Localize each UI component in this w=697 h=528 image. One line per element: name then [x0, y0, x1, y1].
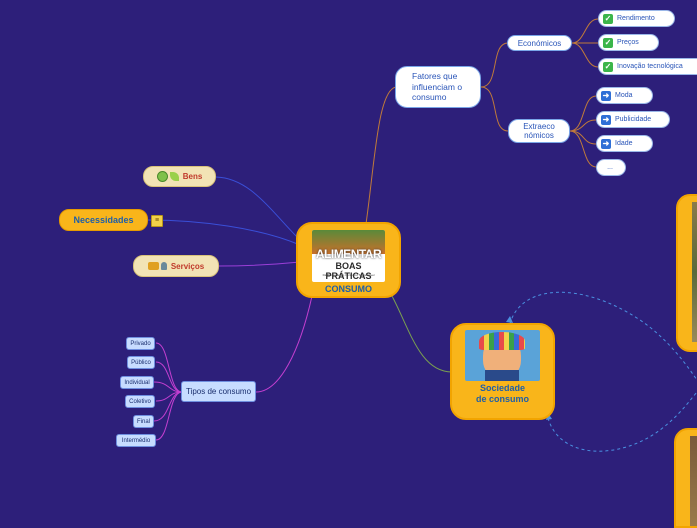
economicos-label: Económicos [518, 39, 562, 48]
node-necessidades[interactable]: Necessidades [59, 209, 148, 231]
node-sociedade-consumo[interactable]: Sociedade de consumo [450, 323, 555, 420]
tipo-item-final[interactable]: Final [133, 415, 154, 428]
servicos-label: Serviços [171, 262, 204, 271]
tipos-label: Tipos de consumo [186, 387, 251, 396]
sociedade-image [465, 330, 540, 381]
leaf-precos[interactable]: ✓ Preços [598, 34, 659, 51]
fatores-label: Fatores que influenciam o consumo [412, 71, 468, 103]
central-label: CONSUMO [298, 284, 399, 294]
bens-label: Bens [183, 172, 203, 181]
tipo-item-individual[interactable]: Individual [120, 376, 154, 389]
partial-image [692, 202, 697, 342]
leaf-idade[interactable]: ➜ Idade [596, 135, 653, 152]
sociedade-label: Sociedade de consumo [474, 383, 531, 404]
leaf-label: Publicidade [615, 116, 651, 123]
person-icon [161, 262, 167, 270]
tipo-item-label: Intermédio [122, 438, 150, 444]
arrow-right-icon: ➜ [601, 115, 611, 125]
node-extraeconomicos[interactable]: Extraeco nómicos [508, 119, 570, 143]
check-icon: ✓ [603, 62, 613, 72]
node-bens[interactable]: Bens [143, 166, 216, 187]
tipo-item-privado[interactable]: Privado [126, 337, 155, 350]
node-servicos[interactable]: Serviços [133, 255, 219, 277]
image-title-2: BOAS PRÁTICAS [313, 261, 384, 281]
leaf-label: Preços [617, 39, 639, 46]
coin-icon [157, 171, 168, 182]
vehicle-icon [148, 262, 159, 270]
arrow-right-icon: ➜ [601, 91, 611, 101]
node-economicos[interactable]: Económicos [507, 35, 572, 51]
leaf-label: Rendimento [617, 15, 655, 22]
partial-image [690, 436, 697, 526]
leaf-inovacao[interactable]: ✓ Inovação tecnológica [598, 58, 697, 75]
node-fatores[interactable]: Fatores que influenciam o consumo [395, 66, 481, 108]
node-tipos-consumo[interactable]: Tipos de consumo [181, 381, 256, 402]
tipo-item-intermedio[interactable]: Intermédio [116, 434, 156, 447]
necessidades-label: Necessidades [73, 215, 133, 225]
tipo-item-publico[interactable]: Público [127, 356, 155, 369]
arrow-right-icon: ➜ [601, 139, 611, 149]
image-title-1: ALIMENTAR [313, 247, 384, 261]
leaf-moda[interactable]: ➜ Moda [596, 87, 653, 104]
tipo-item-label: Privado [130, 341, 150, 347]
check-icon: ✓ [603, 38, 613, 48]
extraeconomicos-label: Extraeco nómicos [521, 122, 557, 140]
tipo-item-label: Público [131, 360, 151, 366]
leaf-label: Idade [615, 140, 633, 147]
check-icon: ✓ [603, 14, 613, 24]
node-right-partial-bottom[interactable] [674, 428, 697, 528]
leaf-etc[interactable]: ... [596, 159, 626, 176]
leaf-publicidade[interactable]: ➜ Publicidade [596, 111, 670, 128]
leaf-rendimento[interactable]: ✓ Rendimento [598, 10, 675, 27]
tipo-item-label: Individual [124, 380, 149, 386]
image-subtitle: Da Produção ao Consumo Sustentável [313, 273, 384, 277]
tipo-item-coletivo[interactable]: Coletivo [125, 395, 155, 408]
notes-icon[interactable]: ≡ [151, 215, 163, 227]
tipo-item-label: Final [137, 419, 150, 425]
central-node-consumo[interactable]: ALIMENTAR BOAS PRÁTICAS Da Produção ao C… [296, 222, 401, 298]
central-image: ALIMENTAR BOAS PRÁTICAS Da Produção ao C… [312, 230, 385, 282]
node-right-partial-top[interactable] [676, 194, 697, 352]
leaf-label: Moda [615, 92, 633, 99]
leaf-label: Inovação tecnológica [617, 63, 683, 70]
leaf-icon [170, 172, 179, 181]
leaf-label: ... [607, 164, 613, 171]
tipo-item-label: Coletivo [129, 399, 151, 405]
